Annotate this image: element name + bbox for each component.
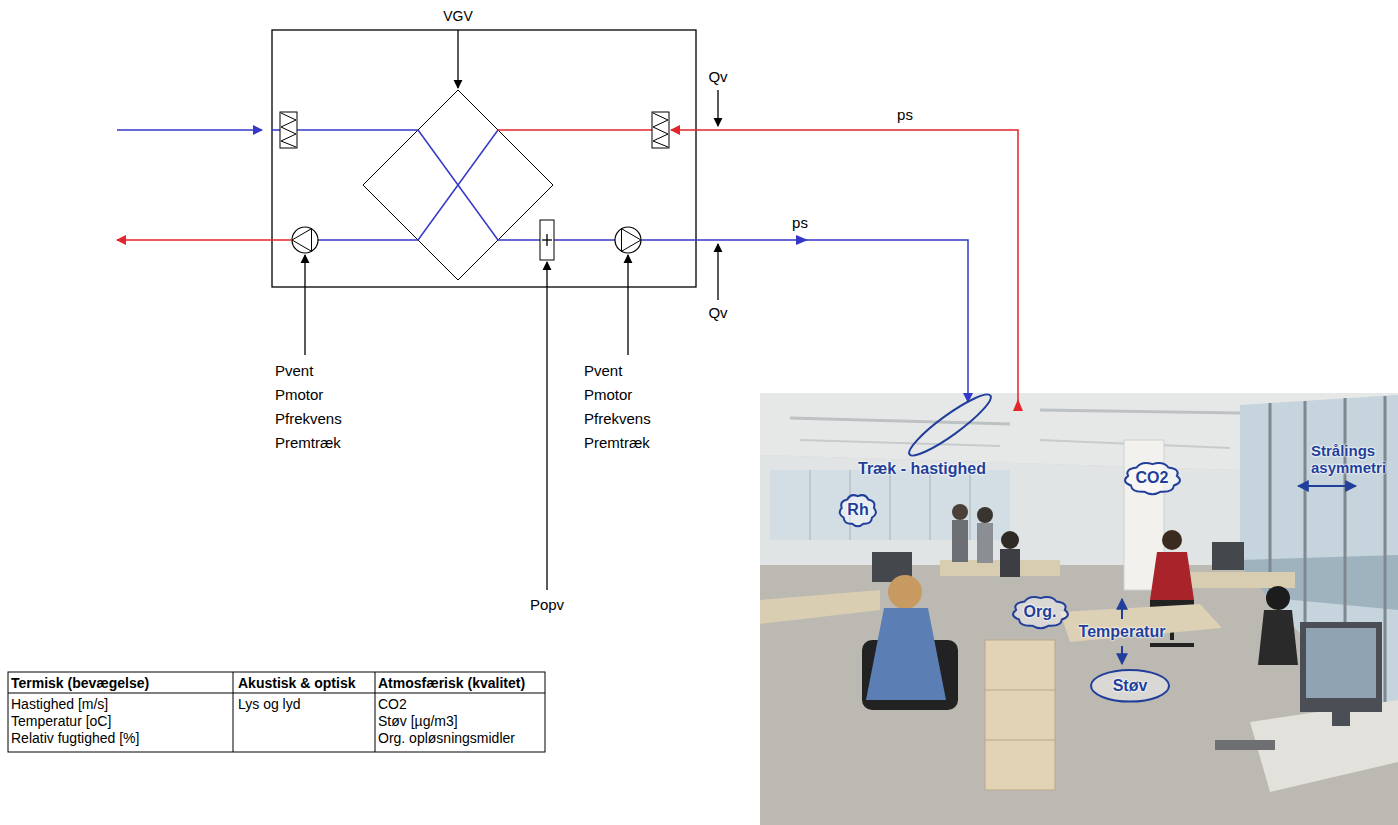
photo-annotations — [904, 388, 1356, 664]
measurement-arrows — [305, 30, 718, 590]
air-handling-unit — [272, 30, 696, 287]
table-cell: Relativ fugtighed [%] — [11, 730, 139, 746]
ellipse-callout: Støv — [1089, 668, 1171, 704]
table-header: Akustisk & optisk — [238, 675, 355, 691]
component-label: VGV — [443, 8, 473, 24]
power-label: Pfrekvens — [275, 410, 342, 427]
cloud-callout: Rh — [836, 491, 880, 530]
callout-label: Rh — [847, 501, 868, 519]
callout-label: CO2 — [1136, 469, 1169, 487]
callout-text: CO2 — [1136, 469, 1169, 487]
power-label: Pmotor — [584, 386, 632, 403]
photo-annotation: Temperatur — [1079, 623, 1166, 641]
signal-label: ps — [792, 214, 808, 231]
signal-label: Qv — [708, 68, 727, 85]
table-cell: Støv [µg/m3] — [378, 713, 458, 729]
signal-label: Qv — [708, 304, 727, 321]
table-header: Atmosfærisk (kvalitet) — [378, 675, 525, 691]
power-label: Premtræk — [584, 434, 650, 451]
office-illustration — [760, 393, 1398, 825]
power-label: Pvent — [584, 362, 622, 379]
callout-text: Rh — [847, 501, 868, 519]
callout-label: Org. — [1024, 603, 1057, 621]
table-cell: Temperatur [oC] — [11, 713, 111, 729]
parameter-table — [8, 672, 545, 752]
floor — [760, 565, 1398, 825]
table-cell: Lys og lyd — [238, 696, 301, 712]
table-cell: Hastighed [m/s] — [11, 696, 108, 712]
callout-text: Støv — [1113, 677, 1148, 695]
people-and-desks — [760, 504, 1398, 792]
air-ducts — [117, 130, 1023, 411]
power-label: Pfrekvens — [584, 410, 651, 427]
back-wall — [760, 455, 1240, 565]
table-cell: CO2 — [378, 696, 407, 712]
power-label: Pmotor — [275, 386, 323, 403]
cloud-callout: Org. — [1009, 593, 1072, 632]
table-header: Termisk (bevægelse) — [11, 675, 149, 691]
power-label: Pvent — [275, 362, 313, 379]
power-label: Premtræk — [275, 434, 341, 451]
photo-annotation: Træk - hastighed — [858, 460, 986, 478]
power-label: Popv — [530, 596, 564, 613]
photo-annotation: Strålings asymmetri — [1311, 442, 1393, 477]
cloud-callout: CO2 — [1121, 459, 1184, 498]
table-cell: Org. opløsningsmidler — [378, 730, 515, 746]
signal-label: ps — [897, 106, 913, 123]
callout-label: Støv — [1113, 677, 1148, 695]
callout-text: Org. — [1024, 603, 1057, 621]
